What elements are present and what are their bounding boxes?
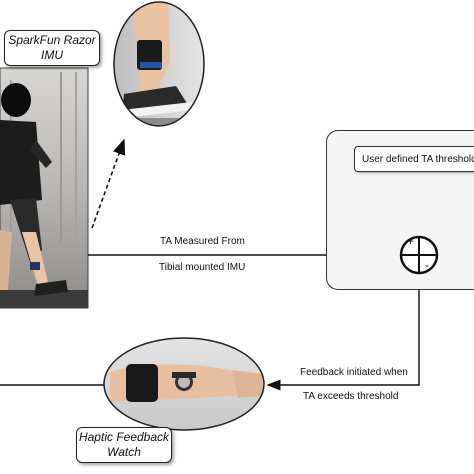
feedback-arrow — [266, 276, 420, 391]
imu-label: SparkFun Razor IMU — [4, 30, 100, 66]
wrist-photo — [104, 338, 264, 430]
feedback-line1: Feedback initiated when — [300, 367, 408, 378]
imu-zoom-arrow — [91, 138, 126, 229]
runner-photo — [0, 67, 89, 309]
ta-measured-line2: Tibial mounted IMU — [159, 262, 246, 273]
haptic-watch-label: Haptic Feedback Watch — [76, 427, 172, 463]
user-threshold-box: User defined TA threshold — [354, 146, 474, 172]
summing-minus-sign: - — [425, 258, 429, 272]
leg-photo — [114, 2, 204, 126]
summing-plus-sign: + — [407, 234, 415, 248]
leg-photo-frame — [113, 1, 205, 127]
feedback-line2: TA exceeds threshold — [303, 391, 399, 402]
wrist-photo-frame — [103, 337, 265, 431]
ta-measured-line1: TA Measured From — [160, 236, 245, 247]
